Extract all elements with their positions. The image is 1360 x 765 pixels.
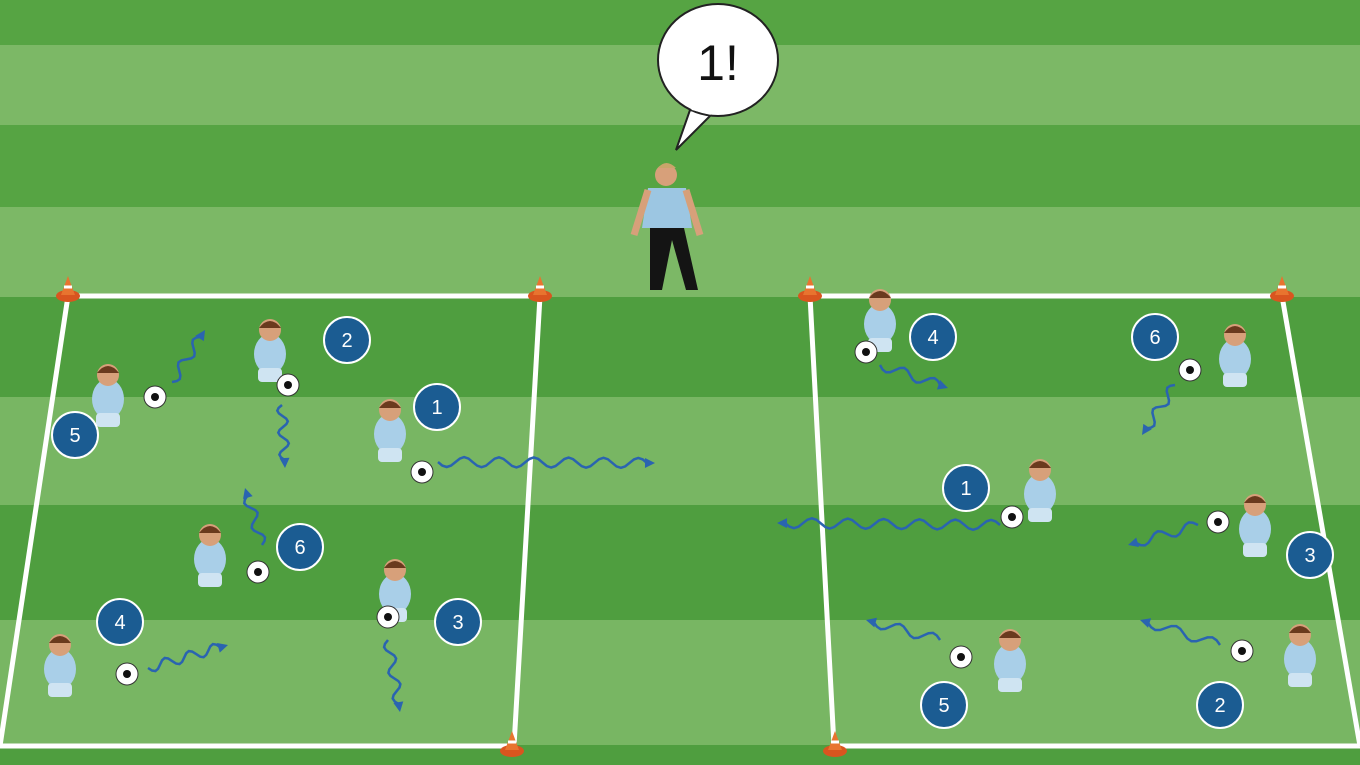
ball-icon (246, 560, 270, 584)
ball-icon (854, 340, 878, 364)
right-field-boundary (807, 293, 1360, 749)
dribble-arrow (147, 642, 228, 673)
right-player-badge: 1 (942, 464, 990, 512)
dribble-arrow (382, 639, 404, 712)
players (44, 289, 1316, 697)
player-figure (254, 319, 286, 382)
right-player-badge: 4 (909, 313, 957, 361)
badge-number: 4 (114, 612, 125, 634)
coach (630, 163, 704, 290)
dribble-arrow (777, 516, 1001, 532)
player-figure (994, 629, 1026, 692)
dribble-arrow (1140, 618, 1222, 646)
left-player-badge: 2 (323, 316, 371, 364)
dribble-arrow (437, 455, 655, 470)
player-figure (1024, 459, 1056, 522)
cone-icon (528, 276, 552, 302)
badge-number: 4 (927, 327, 938, 349)
player-figure (44, 634, 76, 697)
player-figure (374, 399, 406, 462)
ball-icon (115, 662, 139, 686)
badge-number: 2 (1214, 695, 1225, 717)
cone-icon (798, 276, 822, 302)
left-player-badge: 6 (276, 523, 324, 571)
badge-number: 3 (452, 612, 463, 634)
dribble-arrow (878, 364, 948, 390)
ball-icon (949, 645, 973, 669)
cones (56, 276, 1294, 757)
dribble-arrow (1128, 521, 1199, 548)
ball-icon (376, 605, 400, 629)
cone-icon (1270, 276, 1294, 302)
badge-number: 1 (960, 478, 971, 500)
cone-icon (56, 276, 80, 302)
ball-icon (1178, 358, 1202, 382)
badges: 2 5 1 6 4 3 4 6 1 3 5 2 (51, 313, 1334, 729)
badge-number: 5 (938, 695, 949, 717)
cone-icon (500, 731, 524, 757)
player-figure (1239, 494, 1271, 557)
badge-number: 2 (341, 330, 352, 352)
dribble-arrow (1142, 383, 1176, 435)
left-player-badge: 5 (51, 411, 99, 459)
speech-bubble: 1! (657, 3, 779, 151)
badge-number: 3 (1304, 545, 1315, 567)
left-player-badge: 1 (413, 383, 461, 431)
right-player-badge: 2 (1196, 681, 1244, 729)
badge-number: 5 (69, 425, 80, 447)
ball-icon (410, 460, 434, 484)
right-player-badge: 6 (1131, 313, 1179, 361)
player-figure (194, 524, 226, 587)
player-figure (1219, 324, 1251, 387)
ball-icon (143, 385, 167, 409)
right-player-badge: 5 (920, 681, 968, 729)
player-figure (1284, 624, 1316, 687)
right-player-badge: 3 (1286, 531, 1334, 579)
badge-number: 1 (431, 397, 442, 419)
ball-icon (276, 373, 300, 397)
ball-icon (1206, 510, 1230, 534)
badge-number: 6 (1149, 327, 1160, 349)
badge-number: 6 (294, 537, 305, 559)
balls (115, 340, 1254, 686)
cone-icon (823, 731, 847, 757)
dribble-arrow (171, 330, 205, 384)
player-figure (92, 364, 124, 427)
dribble-arrow (866, 617, 942, 641)
arrows (147, 330, 1222, 712)
dribble-arrow (242, 488, 267, 546)
left-player-badge: 4 (96, 598, 144, 646)
speech-bubble-text: 1! (697, 35, 739, 91)
ball-icon (1000, 505, 1024, 529)
left-player-badge: 3 (434, 598, 482, 646)
ball-icon (1230, 639, 1254, 663)
dribble-arrow (275, 404, 291, 468)
